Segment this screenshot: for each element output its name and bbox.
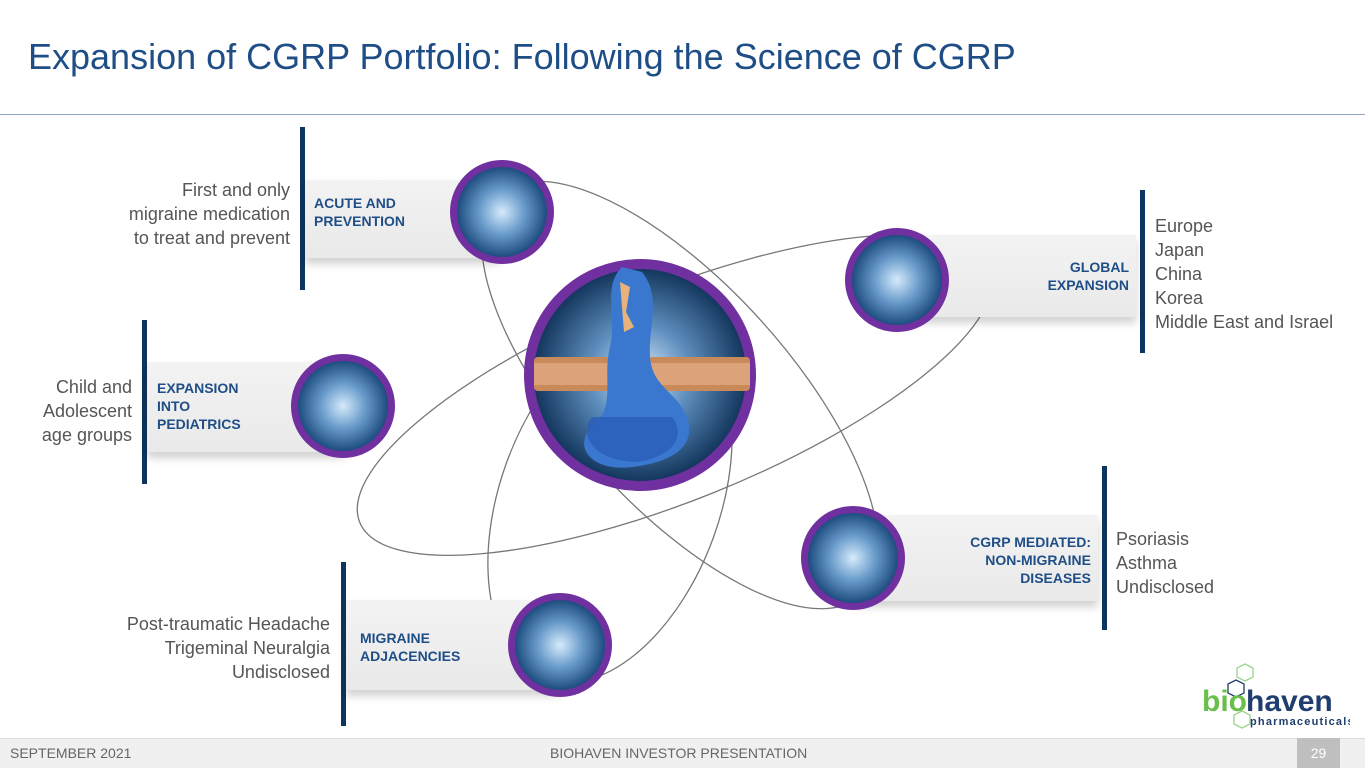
footer: [0, 738, 1365, 768]
biohaven-logo: bio haven pharmaceuticals: [1202, 663, 1350, 729]
migraine-bar: [341, 562, 346, 726]
logo-sub: pharmaceuticals: [1250, 716, 1350, 728]
footer-title: BIOHAVEN INVESTOR PRESENTATION: [550, 745, 808, 761]
title-divider: [0, 114, 1365, 115]
logo-haven: haven: [1246, 685, 1333, 718]
pediatrics-bar: [142, 320, 147, 484]
footer-date: SEPTEMBER 2021: [10, 745, 132, 761]
migraine-node: [508, 593, 612, 697]
acute-node: [450, 160, 554, 264]
cgrp-receptor-illustration: [524, 259, 756, 491]
pediatrics-node: [291, 354, 395, 458]
acute-bar: [300, 127, 305, 290]
logo-bio: bio: [1202, 685, 1247, 718]
global-node: [845, 228, 949, 332]
cgrp-node: [801, 506, 905, 610]
global-bar: [1140, 190, 1145, 353]
page-title: Expansion of CGRP Portfolio: Following t…: [28, 36, 1016, 77]
cgrp-bar: [1102, 466, 1107, 630]
page-number: 29: [1297, 738, 1340, 768]
